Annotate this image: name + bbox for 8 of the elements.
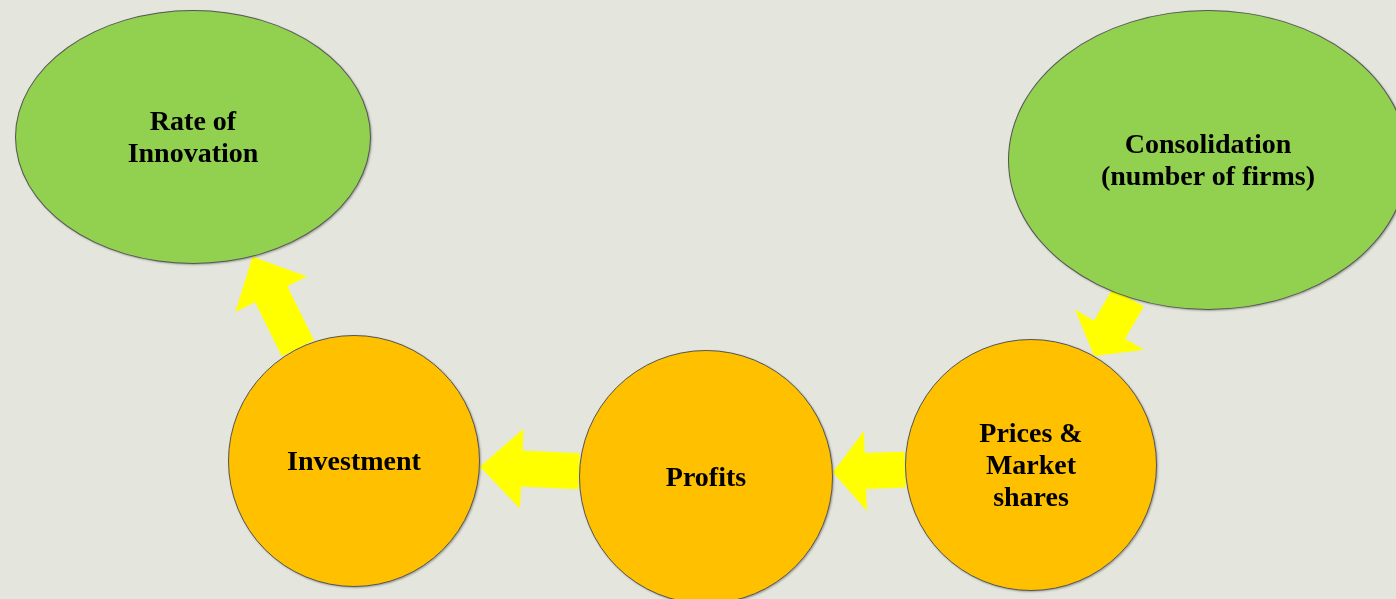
block-arrow [479,428,580,509]
node-label: Consolidation (number of firms) [1099,128,1317,192]
node-label: Investment [286,445,422,477]
node-label: Prices & Market shares [978,417,1084,513]
block-arrow [235,256,314,357]
block-arrow [832,431,906,512]
node-label: Profits [664,461,748,493]
node-label: Rate of Innovation [126,105,260,169]
